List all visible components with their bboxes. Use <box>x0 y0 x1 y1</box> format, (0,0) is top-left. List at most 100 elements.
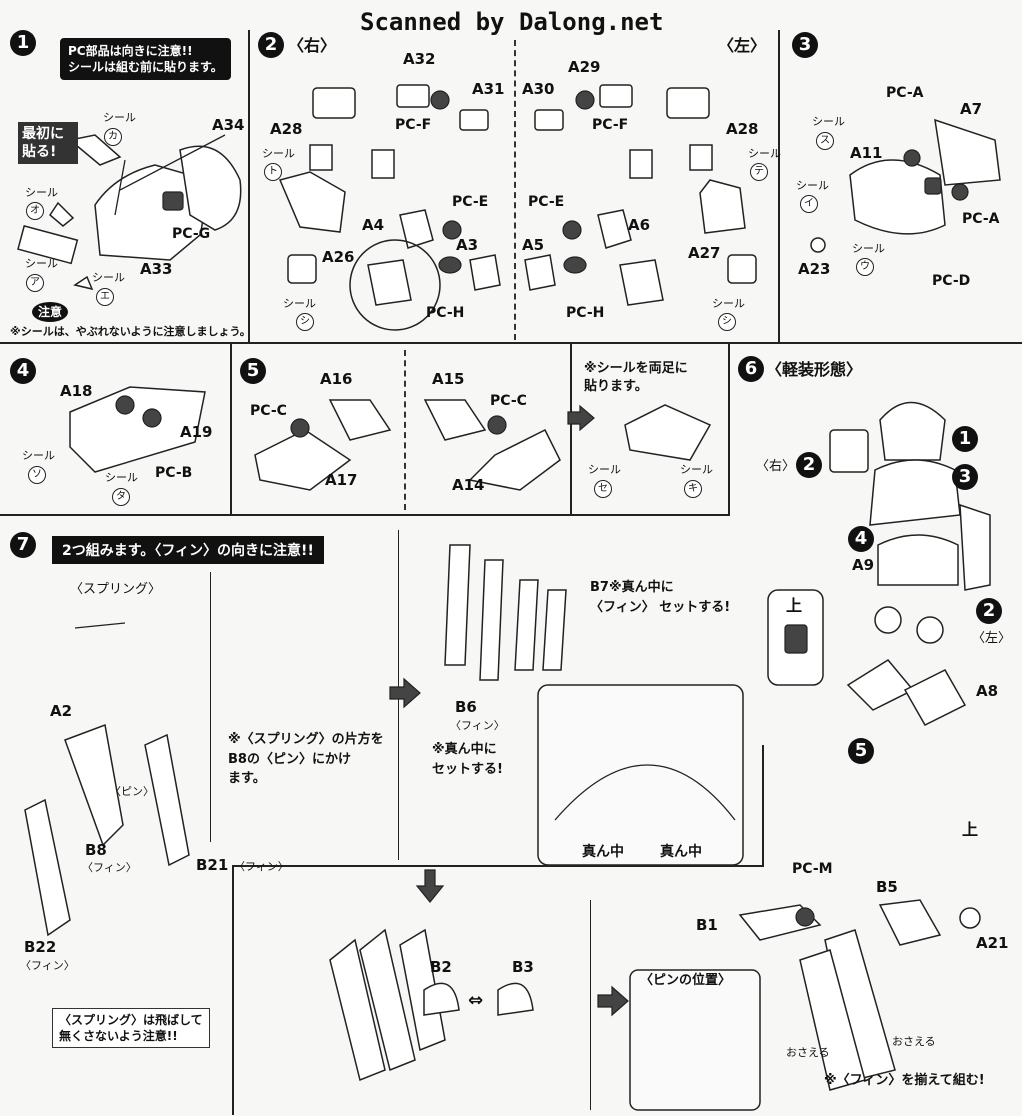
fin-label: 〈フィン〉 <box>234 860 289 873</box>
note-line: 〈フィン〉 セットする! <box>590 599 731 615</box>
part-label: PC-H <box>426 305 465 321</box>
fin-label: 〈フィン〉 <box>20 959 75 972</box>
part-label: PC-H <box>566 305 605 321</box>
part-label: A17 <box>325 471 358 489</box>
step-note: ※シールを両足に 貼ります。 <box>584 360 688 395</box>
part-label: A30 <box>522 80 555 98</box>
part-label: PC-E <box>452 194 489 210</box>
part-label: PC-E <box>528 194 565 210</box>
divider <box>232 865 234 1115</box>
divider <box>570 342 572 514</box>
swap-arrow-icon: ⇔ <box>468 990 484 1011</box>
step-number: 5 <box>240 358 266 384</box>
part-label: A2 <box>50 702 73 720</box>
part-label: A5 <box>522 236 545 254</box>
seal-su: ス <box>816 132 834 150</box>
part-label: A18 <box>60 382 93 400</box>
step-ref: 5 <box>848 738 874 764</box>
divider <box>0 342 1022 344</box>
seal-word: シール <box>852 242 885 255</box>
part-label: A29 <box>568 58 601 76</box>
center-label: 真ん中 <box>660 844 702 860</box>
part-label: PC-G <box>172 226 211 242</box>
divider-dashed <box>514 40 516 340</box>
seal-word: シール <box>283 297 316 310</box>
note-line: B8の〈ピン〉にかけ <box>228 751 351 767</box>
divider <box>0 514 730 516</box>
b7-note: B7※真ん中に 〈フィン〉 セットする! <box>590 578 730 617</box>
seal-word: シール <box>92 271 125 284</box>
note-line: ※真ん中に <box>432 742 497 757</box>
spring-warning: 〈スプリング〉は飛ばして 無くさないよう注意!! <box>52 1008 210 1049</box>
seal-a: ア <box>26 274 44 292</box>
divider <box>590 900 591 1110</box>
part-label: A23 <box>798 260 831 278</box>
divider <box>248 30 250 342</box>
caution-badge: 注意 <box>32 302 69 322</box>
seal-word: シール <box>103 111 136 124</box>
seal-e: エ <box>96 288 114 306</box>
seal-word: シール <box>796 179 829 192</box>
note-line: B7※真ん中に <box>590 580 674 595</box>
part-label: A9 <box>852 556 875 574</box>
seal-ta: タ <box>112 488 130 506</box>
part-label: PC-F <box>395 117 432 133</box>
part-label: B21 <box>196 856 229 874</box>
step-number: 1 <box>10 30 36 56</box>
part-label: A28 <box>270 120 303 138</box>
up-label: 上 <box>962 820 979 839</box>
step-ref: 3 <box>952 464 978 490</box>
divider <box>210 572 211 842</box>
up-label: 上 <box>786 596 803 615</box>
part-label: A21 <box>976 934 1009 952</box>
step-title: 〈軽装形態〉 <box>766 360 863 379</box>
step-number: 4 <box>10 358 36 384</box>
part-label: A33 <box>140 260 173 278</box>
divider <box>230 342 232 514</box>
first-label-line: 最初に <box>22 126 64 142</box>
seal-word: シール <box>25 186 58 199</box>
part-label: B22 <box>24 938 57 956</box>
part-label: A15 <box>432 370 465 388</box>
part-label: A26 <box>322 248 355 266</box>
side-right-label: 〈右〉 <box>756 459 796 474</box>
part-label: A11 <box>850 144 883 162</box>
part-label: PC-C <box>490 393 527 409</box>
step-ref: 2 <box>976 598 1002 624</box>
step-note: PC部品は向きに注意!! シールは組む前に貼ります。 <box>60 38 231 81</box>
step-ref: 1 <box>952 426 978 452</box>
part-label: A27 <box>688 244 721 262</box>
center-label: 真ん中 <box>582 844 624 860</box>
final-note: ※〈フィン〉を揃えて組む! <box>824 1073 985 1088</box>
part-label: A28 <box>726 120 759 138</box>
seal-i: イ <box>800 195 818 213</box>
warning-line: 〈スプリング〉は飛ばして <box>59 1013 203 1027</box>
part-label: A16 <box>320 370 353 388</box>
fin-label: 〈フィン〉 <box>450 719 505 732</box>
part-label: A34 <box>212 116 245 134</box>
step-number: 2 <box>258 32 284 58</box>
note-line: シールは組む前に貼ります。 <box>68 60 223 75</box>
seal-o: オ <box>26 202 44 220</box>
part-label: PC-C <box>250 403 287 419</box>
step-banner: 2つ組みます。〈フィン〉の向きに注意!! <box>52 536 324 564</box>
seal-to: ト <box>264 163 282 181</box>
seal-ki: キ <box>684 480 702 498</box>
seal-word: シール <box>25 257 58 270</box>
part-label: B8 <box>85 841 107 859</box>
part-label: PC-A <box>962 211 1000 227</box>
note-line: 貼ります。 <box>584 378 648 394</box>
watermark: Scanned by Dalong.net <box>360 8 664 36</box>
part-label: B6 <box>455 698 477 716</box>
part-label: A31 <box>472 80 505 98</box>
step-number: 6 <box>738 356 764 382</box>
part-label: A7 <box>960 100 983 118</box>
part-label: A19 <box>180 423 213 441</box>
divider <box>762 745 764 867</box>
seal-word: シール <box>262 147 295 160</box>
press-label: おさえる <box>892 1035 936 1048</box>
spring-label: 〈スプリング〉 <box>70 582 162 597</box>
part-label: A4 <box>362 216 385 234</box>
